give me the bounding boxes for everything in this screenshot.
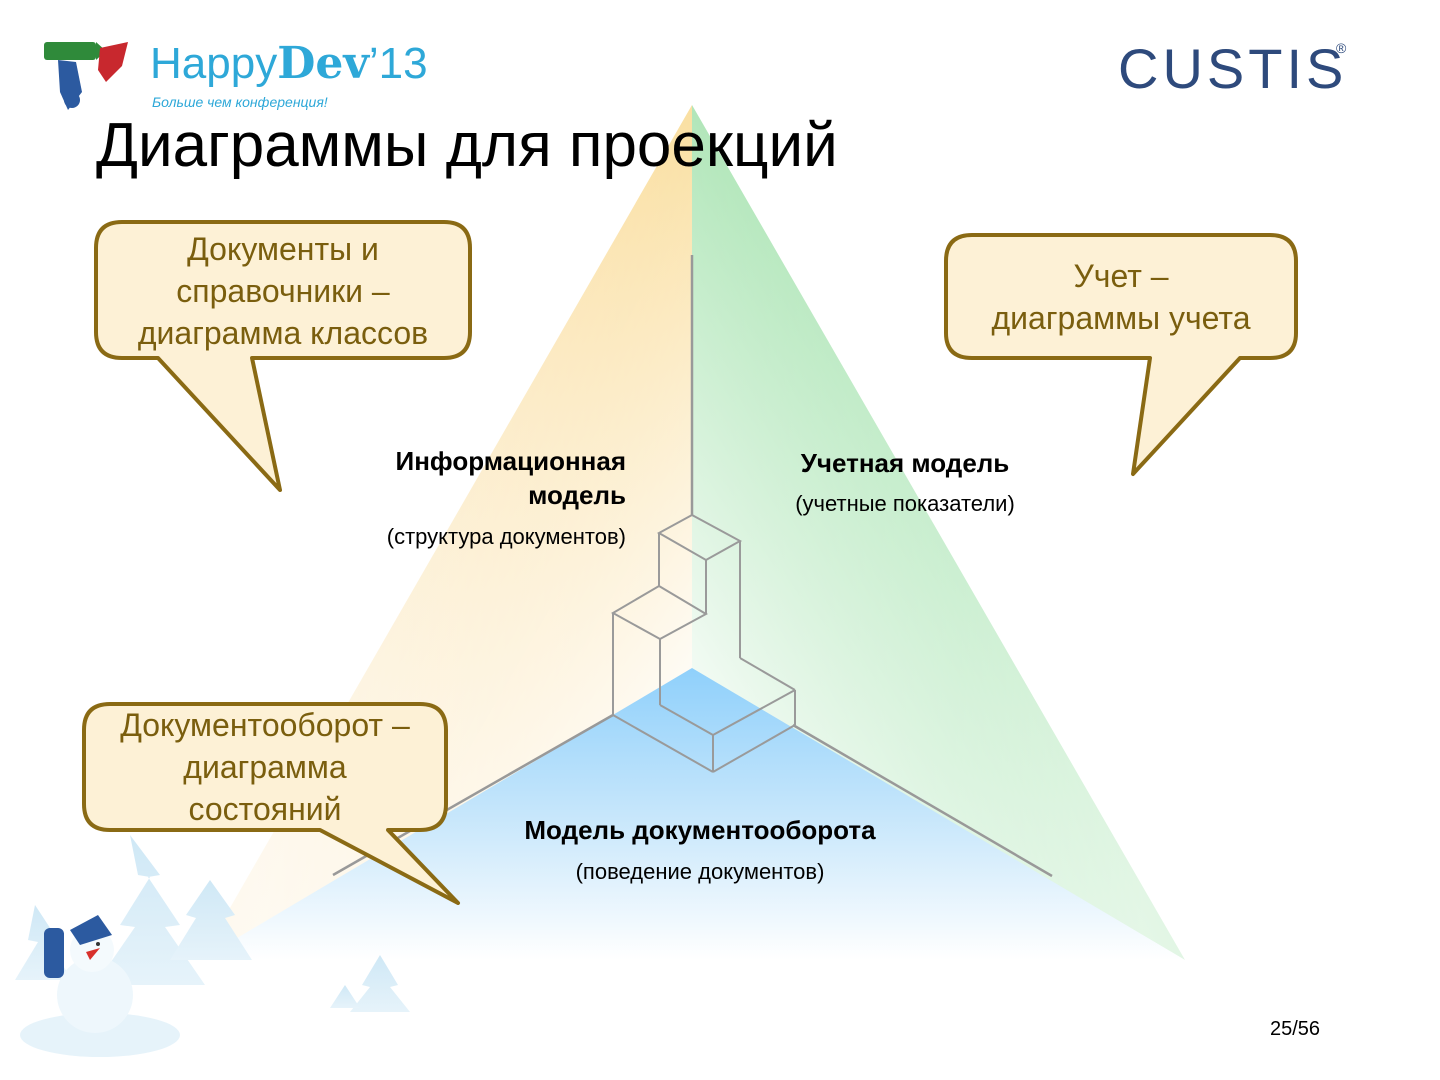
callout-documents-line-1: Документы и (187, 231, 379, 267)
page-number: 25/56 (1270, 1018, 1321, 1040)
accounting-model-title: Учетная модель (800, 448, 1010, 478)
callout-documents-line-3: диаграмма классов (137, 315, 429, 351)
callout-workflow (82, 702, 460, 905)
right-face-fade (692, 105, 1185, 960)
callout-workflow-line-1: Документооборот – (120, 707, 410, 743)
callout-documents (94, 220, 472, 492)
bottom-face (200, 668, 1185, 960)
information-model-title-line-2: модель (528, 480, 626, 510)
happydev-logo: HappyDev’13 (150, 38, 428, 89)
logo-happy-text: Happy (150, 39, 278, 88)
callout-bubbles (82, 220, 1298, 905)
information-model-title-line-1: Информационная (395, 446, 626, 476)
callout-accounting-line-1: Учет – (1073, 258, 1169, 294)
information-model-subtitle: (структура документов) (386, 524, 626, 549)
callout-workflow-text: Документооборот – диаграмма состояний (86, 704, 444, 830)
winter-decoration (15, 835, 410, 1057)
snowman-hat-icon (70, 915, 112, 945)
custis-registered-mark: ® (1336, 40, 1347, 56)
callout-documents-line-2: справочники – (176, 273, 390, 309)
logo-dev-text: Dev (277, 38, 369, 89)
workflow-model-subtitle: (поведение документов) (575, 859, 825, 884)
custis-logo: CUSTIS (1118, 37, 1348, 100)
callout-accounting-line-2: диаграммы учета (991, 300, 1251, 336)
workflow-model-title: Модель документооборота (524, 815, 876, 845)
accounting-model-subtitle: (учетные показатели) (795, 491, 1015, 516)
slide-title: Диаграммы для проекций (96, 111, 838, 180)
stair-figure (610, 513, 796, 773)
logo-year-text: ’13 (368, 39, 428, 88)
logo-tagline: Больше чем конференция! (152, 94, 328, 110)
happydev-logo-icon (44, 42, 128, 110)
callout-accounting (944, 233, 1298, 476)
information-model-title: Информационная модель (300, 444, 626, 512)
callout-workflow-line-2: диаграмма (183, 749, 347, 785)
callout-accounting-text: Учет – диаграммы учета (950, 255, 1292, 339)
callout-workflow-line-3: состояний (188, 791, 342, 827)
callout-documents-text: Документы и справочники – диаграмма клас… (100, 228, 466, 354)
